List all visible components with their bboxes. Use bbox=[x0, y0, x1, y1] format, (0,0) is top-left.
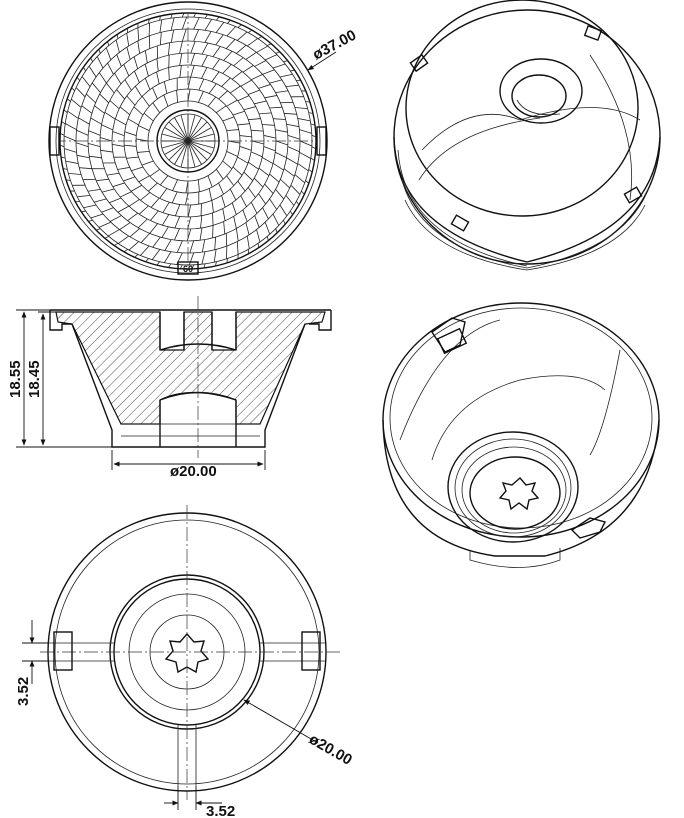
lens-mark: 60 bbox=[183, 264, 193, 274]
bottom-diameter-label: ø20.00 bbox=[306, 731, 355, 769]
facet-pattern bbox=[60, 13, 316, 269]
base-diameter-label: ø20.00 bbox=[170, 463, 217, 480]
slot-width-horizontal-label: 3.52 bbox=[206, 803, 235, 818]
top-diameter-label: ø37.00 bbox=[310, 27, 359, 64]
isometric-view-top bbox=[393, 0, 661, 271]
height-inner-label: 18.45 bbox=[26, 360, 43, 398]
center-starburst bbox=[161, 114, 215, 168]
bottom-view: 3.52 3.52 ø20.00 bbox=[15, 505, 355, 818]
section-view: 18.55 18.45 ø20.00 bbox=[7, 296, 332, 480]
height-outer-label: 18.55 bbox=[7, 360, 24, 398]
slot-width-vertical-label: 3.52 bbox=[15, 677, 32, 706]
isometric-view-bottom bbox=[382, 302, 660, 568]
top-view: 60 ø37.00 bbox=[48, 1, 359, 281]
